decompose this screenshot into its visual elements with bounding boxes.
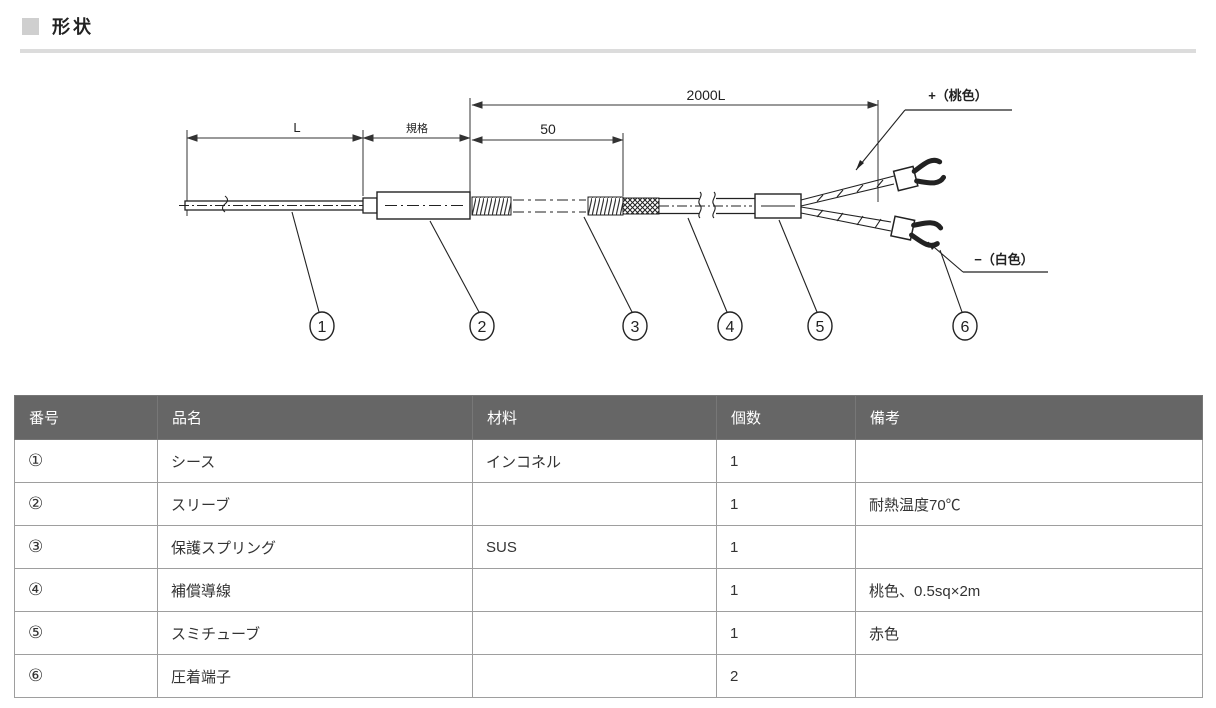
remarks-cell	[855, 654, 1203, 698]
part-name-cell: 保護スプリング	[157, 525, 473, 569]
spring-drawing	[471, 196, 660, 216]
callout-circles: 1 2 3 4 5 6	[309, 311, 978, 341]
row-number-cell: ②	[14, 482, 158, 526]
row-number-cell: ⑤	[14, 611, 158, 655]
header-remarks: 備考	[855, 395, 1203, 440]
header-divider	[20, 49, 1196, 53]
material-cell: SUS	[472, 525, 717, 569]
part-name-cell: 補償導線	[157, 568, 473, 612]
dim-L-label: L	[293, 120, 300, 135]
row-number-cell: ①	[14, 439, 158, 483]
section-marker-icon	[22, 17, 39, 35]
sumitube-drawing	[754, 193, 802, 219]
callout-6: 6	[952, 311, 978, 341]
header-material: 材料	[472, 395, 717, 440]
quantity-cell: 1	[716, 525, 856, 569]
quantity-cell: 1	[716, 568, 856, 612]
header-number: 番号	[14, 395, 158, 440]
plus-lead-label: +（桃色）	[928, 88, 988, 103]
part-name-cell: スミチューブ	[157, 611, 473, 655]
row-number-cell: ⑥	[14, 654, 158, 698]
remarks-cell	[855, 525, 1203, 569]
callout-4: 4	[717, 311, 743, 341]
svg-text:6: 6	[961, 319, 970, 336]
shape-diagram: L 規格 50 2000L	[179, 87, 1048, 341]
page-header: 形状	[22, 13, 94, 39]
split-wires-drawing	[800, 175, 895, 232]
callout-leaders	[291, 211, 963, 313]
row-number-cell: ③	[14, 525, 158, 569]
svg-text:5: 5	[816, 319, 825, 336]
material-cell: インコネル	[472, 439, 717, 483]
header-part-name: 品名	[157, 395, 473, 440]
callout-3: 3	[622, 311, 648, 341]
svg-text:2: 2	[478, 319, 487, 336]
material-cell	[472, 654, 717, 698]
sheath-drawing	[179, 195, 378, 213]
remarks-cell: 耐熱温度70℃	[855, 482, 1203, 526]
svg-text:4: 4	[726, 319, 735, 336]
quantity-cell: 1	[716, 439, 856, 483]
svg-text:3: 3	[631, 319, 640, 336]
remarks-cell: 赤色	[855, 611, 1203, 655]
callout-1: 1	[309, 311, 335, 341]
quantity-cell: 2	[716, 654, 856, 698]
material-cell	[472, 568, 717, 612]
material-cell	[472, 482, 717, 526]
plus-lead-callout: +（桃色）	[855, 88, 1012, 171]
remarks-cell	[855, 439, 1203, 483]
dimension-lines	[186, 101, 879, 144]
dim-50-label: 50	[540, 121, 556, 137]
page-title: 形状	[52, 17, 94, 37]
dim-sleeve-label: 規格	[406, 121, 428, 135]
part-name-cell: スリーブ	[157, 482, 473, 526]
svg-text:1: 1	[318, 319, 327, 336]
callout-2: 2	[469, 311, 495, 341]
minus-lead-label: −（白色）	[974, 252, 1034, 267]
sleeve-drawing	[362, 191, 471, 220]
quantity-cell: 1	[716, 482, 856, 526]
material-cell	[472, 611, 717, 655]
crimp-terminal-minus	[890, 215, 944, 248]
quantity-cell: 1	[716, 611, 856, 655]
part-name-cell: シース	[157, 439, 473, 483]
crimp-terminal-plus	[892, 157, 947, 192]
dim-2000L-label: 2000L	[687, 87, 726, 103]
remarks-cell: 桃色、0.5sq×2m	[855, 568, 1203, 612]
header-quantity: 個数	[716, 395, 856, 440]
row-number-cell: ④	[14, 568, 158, 612]
minus-lead-callout: −（白色）	[927, 241, 1048, 273]
part-name-cell: 圧着端子	[157, 654, 473, 698]
callout-5: 5	[807, 311, 833, 341]
lead-wire-drawing	[659, 191, 755, 219]
table-header-row: 番号 品名 材料 個数 備考	[14, 395, 1203, 440]
